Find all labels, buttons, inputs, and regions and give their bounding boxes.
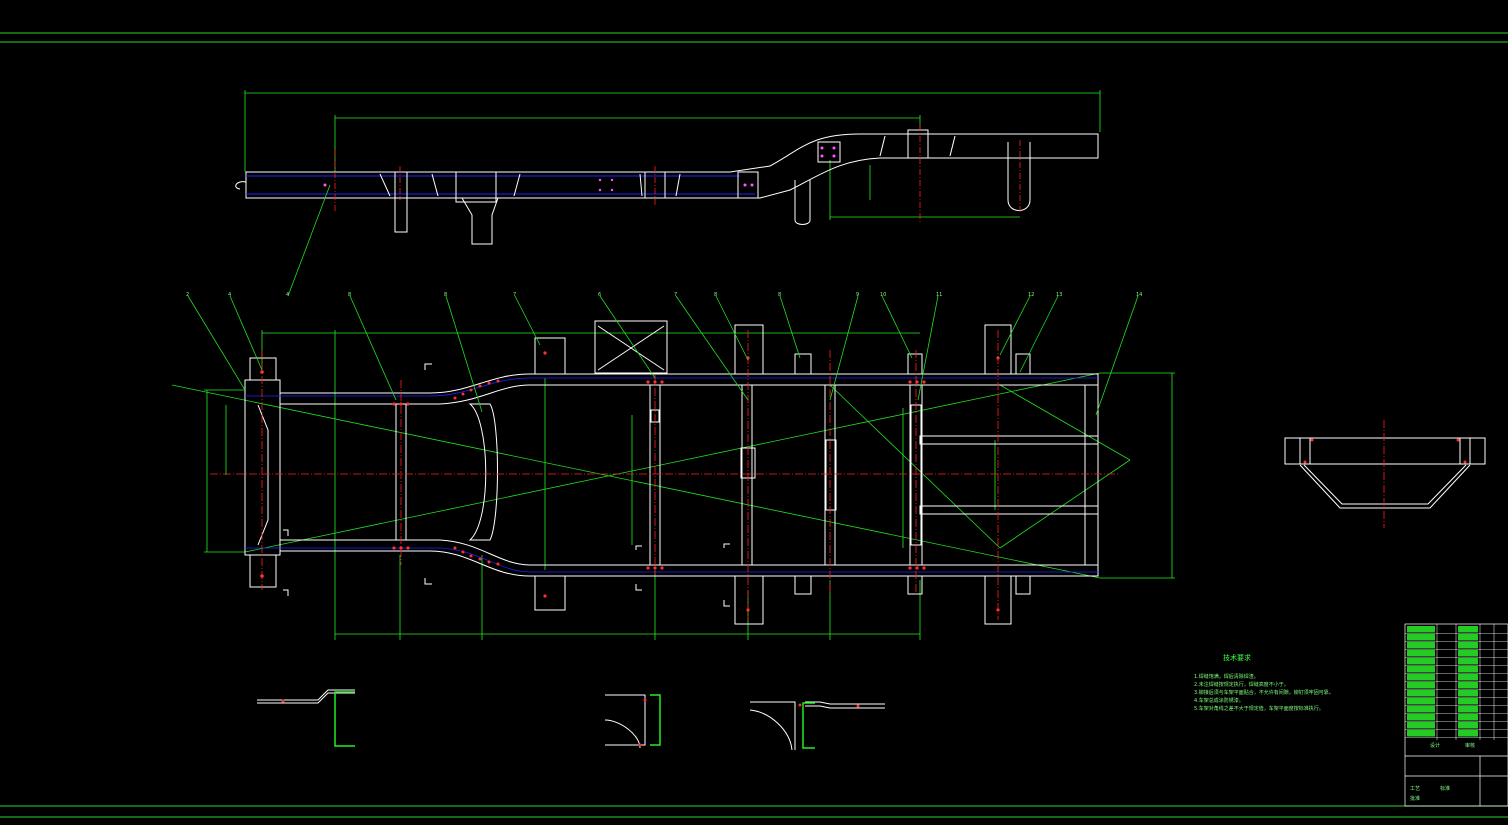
- balloon-label: 7: [513, 292, 516, 298]
- section-detail-3: [749, 701, 885, 751]
- title-block: [1404, 623, 1508, 807]
- balloon-label: 11: [936, 292, 942, 298]
- balloon-label: 2: [186, 292, 189, 298]
- parts-list-name-cell: [1458, 626, 1478, 633]
- crossmember-section-view: [1284, 420, 1486, 528]
- parts-list-code-cell: [1407, 730, 1435, 737]
- sign-label: 设计: [1430, 742, 1440, 749]
- side-rail-outline: [235, 129, 1099, 245]
- balloon-label: 6: [598, 292, 601, 298]
- balloon-label: 13: [1056, 292, 1062, 298]
- parts-list-name-cell: [1458, 722, 1478, 729]
- note-line: 3.铆接后须与车架平面贴合，不允许有间隙，铆钉须牢固可靠。: [1194, 689, 1334, 696]
- notes-title: 技术要求: [1223, 653, 1251, 662]
- balloon-label: 4: [286, 292, 289, 298]
- balloon-label: 8: [714, 292, 717, 298]
- plan-frame-outline: [244, 320, 1099, 625]
- title-block-sign-labels: 设计 审核 工艺 标准 批准: [1410, 742, 1475, 802]
- parts-list-name-cell: [1458, 730, 1478, 737]
- note-line: 4.车架总成涂防锈漆。: [1194, 697, 1244, 704]
- section-detail-2: [604, 694, 646, 749]
- plan-rivet-marks: [260, 351, 1000, 612]
- parts-list-name-cell: [1458, 658, 1478, 665]
- balloon-label: 7: [674, 292, 677, 298]
- balloon-labels: 2 4 4 8 8 7 6 7 8 8 9 10 11 12 13 14: [186, 292, 1142, 298]
- balloon-label: 9: [856, 292, 859, 298]
- balloon-label: 14: [1136, 292, 1142, 298]
- title-block-rows: [1405, 624, 1508, 740]
- parts-list-name-cell: [1458, 706, 1478, 713]
- balloon-label: 8: [778, 292, 781, 298]
- parts-list-name-cell: [1458, 642, 1478, 649]
- parts-list-code-cell: [1407, 722, 1435, 729]
- parts-list-code-cell: [1407, 634, 1435, 641]
- parts-list-code-cell: [1407, 698, 1435, 705]
- parts-list-code-cell: [1407, 650, 1435, 657]
- technical-notes: 技术要求 1.焊缝饱满，焊后清除焊渣。 2.未注焊缝按规定执行，焊缝高度不小于。…: [1194, 653, 1334, 712]
- parts-list-name-cell: [1458, 666, 1478, 673]
- parts-list-name-cell: [1458, 682, 1478, 689]
- section-details: [257, 689, 885, 751]
- parts-list-code-cell: [1407, 626, 1435, 633]
- sign-label: 审核: [1465, 742, 1475, 749]
- balloon-label: 8: [348, 292, 351, 298]
- parts-list-code-cell: [1407, 658, 1435, 665]
- note-line: 5.车架对角线之差不大于规定值，车架平面度按标准执行。: [1194, 705, 1324, 712]
- side-view-centerlines: [334, 125, 1021, 222]
- plan-leader-lines: [187, 184, 1139, 416]
- balloon-label: 8: [444, 292, 447, 298]
- balloon-label: 12: [1028, 292, 1034, 298]
- plan-centerlines: [210, 330, 1120, 620]
- plan-view: 2 4 4 8 8 7 6 7 8 8 9 10 11 12 13 14: [171, 184, 1175, 640]
- plan-diagonal-lines: [171, 372, 1131, 579]
- parts-list-name-cell: [1458, 714, 1478, 721]
- parts-list-code-cell: [1407, 706, 1435, 713]
- balloon-label: 10: [880, 292, 886, 298]
- parts-list-name-cell: [1458, 634, 1478, 641]
- parts-list-code-cell: [1407, 666, 1435, 673]
- parts-list-name-cell: [1458, 650, 1478, 657]
- drawing-border: [0, 32, 1508, 818]
- parts-list-code-cell: [1407, 642, 1435, 649]
- sign-label: 工艺: [1410, 786, 1420, 792]
- parts-list-code-cell: [1407, 682, 1435, 689]
- parts-list-code-cell: [1407, 690, 1435, 697]
- side-view: [235, 90, 1101, 245]
- side-view-hole-marks: [323, 146, 836, 192]
- sign-label: 标准: [1440, 785, 1450, 792]
- note-line: 1.焊缝饱满，焊后清除焊渣。: [1194, 673, 1259, 680]
- sign-label: 批准: [1410, 795, 1420, 802]
- section-cut-markers: [283, 363, 730, 607]
- parts-list-name-cell: [1458, 698, 1478, 705]
- parts-list-code-cell: [1407, 674, 1435, 681]
- note-line: 2.未注焊缝按规定执行，焊缝高度不小于。: [1194, 681, 1289, 688]
- parts-list-name-cell: [1458, 674, 1478, 681]
- side-view-dimensions: [244, 90, 1101, 220]
- parts-list-name-cell: [1458, 690, 1478, 697]
- parts-list-code-cell: [1407, 714, 1435, 721]
- section-detail-1: [257, 689, 355, 704]
- plan-hidden-lines: [245, 377, 1098, 573]
- balloon-label: 4: [228, 292, 231, 298]
